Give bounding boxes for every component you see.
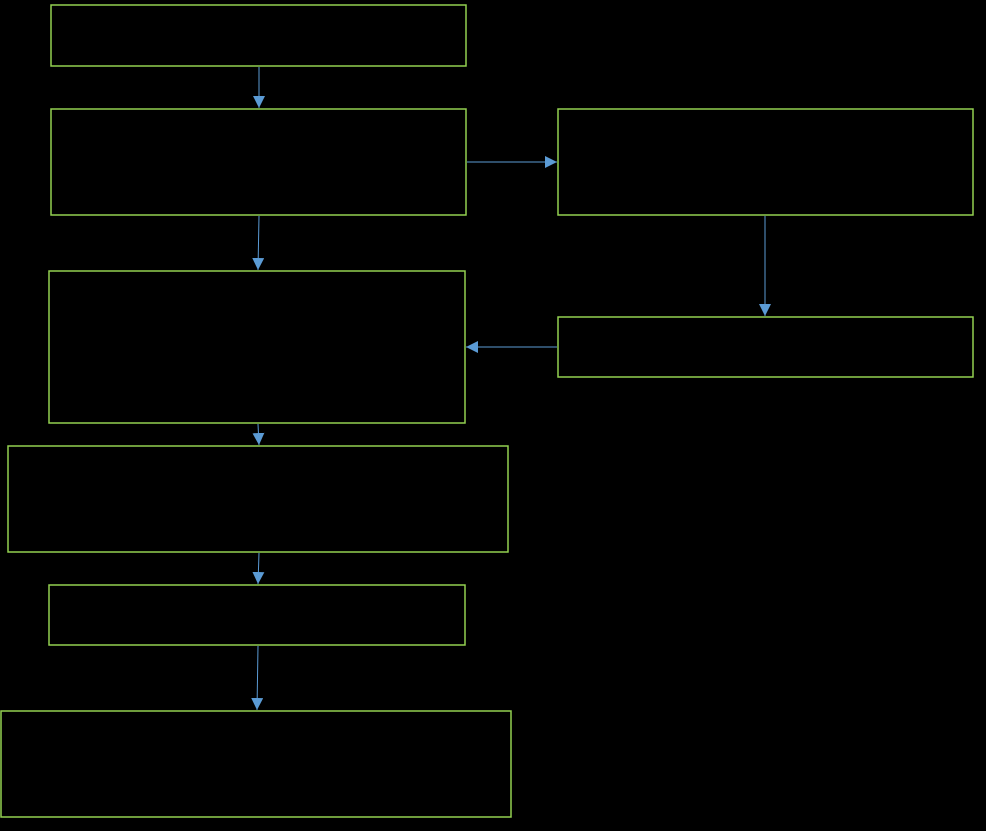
side-box-2 <box>557 316 974 378</box>
arrow-box2-to-box3 <box>252 215 265 271</box>
box-1 <box>50 4 467 67</box>
box-5 <box>48 584 466 646</box>
box-3 <box>48 270 466 424</box>
flowchart-nodes <box>0 4 974 818</box>
box-2 <box>50 108 467 216</box>
arrow-box4-to-box5 <box>252 552 265 585</box>
box-4 <box>7 445 509 553</box>
box-6 <box>0 710 512 818</box>
arrow-box5-to-box6 <box>251 645 264 711</box>
side-box-1 <box>557 108 974 216</box>
arrow-box3-to-box4 <box>252 423 265 446</box>
flowchart-edges <box>251 67 771 711</box>
